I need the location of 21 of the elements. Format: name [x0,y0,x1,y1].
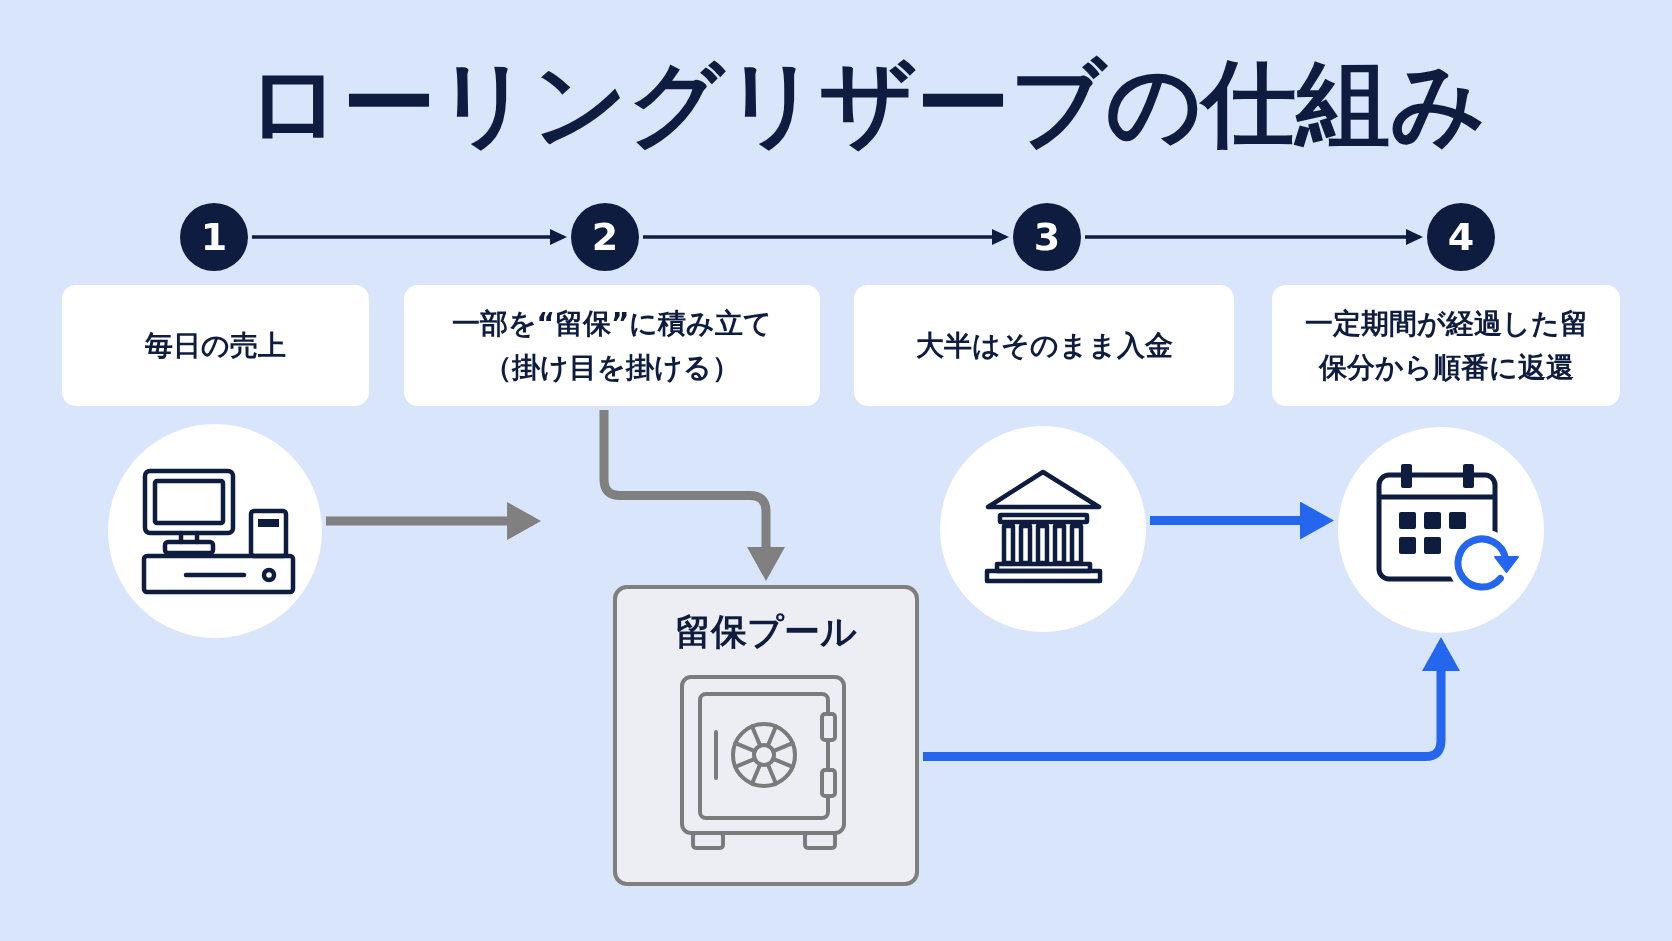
step-number: 2 [571,203,639,271]
arrow [326,502,542,540]
reserve-pool-panel [613,585,919,886]
arrow [599,410,785,581]
arrow [923,637,1460,762]
title: ローリングリザーブの仕組み [246,52,1486,156]
step-number: 4 [1427,203,1495,271]
step-number: 3 [1013,203,1081,271]
arrow [1150,501,1334,540]
arrow [643,229,1009,245]
arrow [252,229,567,245]
pool-title: 留保プール [675,610,857,654]
bank-icon [940,426,1146,632]
calendar-refresh-icon [1338,427,1544,633]
arrow [1085,229,1423,245]
step-card: 大半はそのまま入金 [854,285,1234,406]
step-card: 一部を“留保”に積み立て（掛け目を掛ける） [404,285,820,406]
step-card: 毎日の売上 [62,285,369,406]
step-card: 一定期間が経過した留保分から順番に返還 [1272,285,1620,406]
cash-register-icon [108,424,322,638]
step-number: 1 [180,203,248,271]
